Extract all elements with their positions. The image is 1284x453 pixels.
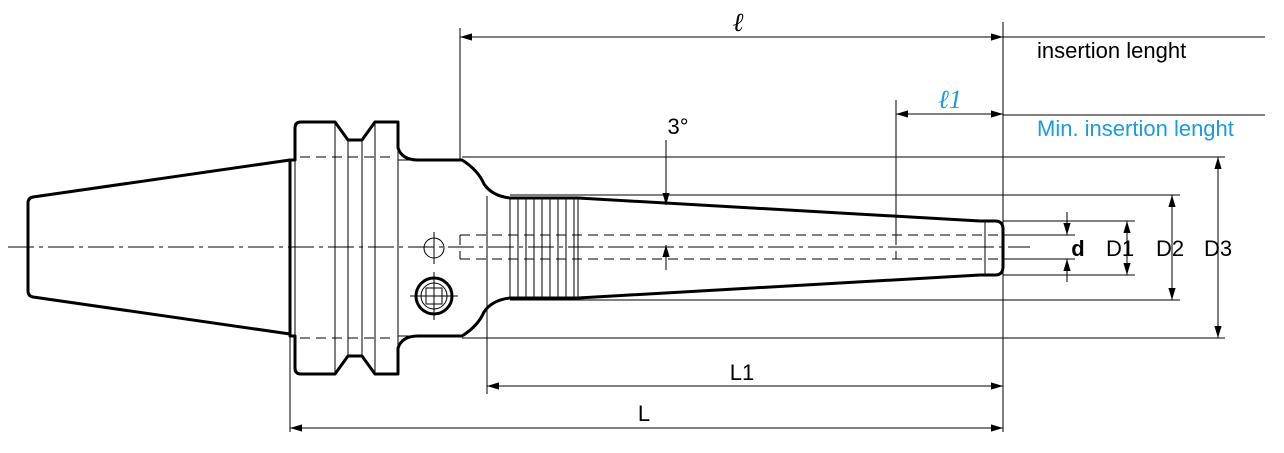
label-D1: D1: [1106, 236, 1134, 261]
label-angle: 3°: [667, 114, 688, 139]
taper-guide-line: [577, 197, 981, 222]
label-l: ℓ: [733, 8, 744, 37]
label-L1: L1: [730, 360, 754, 385]
label-D2: D2: [1156, 236, 1184, 261]
label-l1: ℓ1: [938, 85, 962, 114]
label-D3: D3: [1204, 236, 1232, 261]
label-insertion-length: insertion lenght: [1037, 38, 1186, 63]
adjusting-screw-icon: [410, 272, 458, 320]
label-L: L: [638, 401, 650, 426]
grip-rings: [486, 196, 579, 300]
label-min-insertion-length: Min. insertion lenght: [1037, 116, 1234, 141]
taper-shank-outline: [26, 158, 291, 336]
label-d: d: [1071, 236, 1084, 261]
